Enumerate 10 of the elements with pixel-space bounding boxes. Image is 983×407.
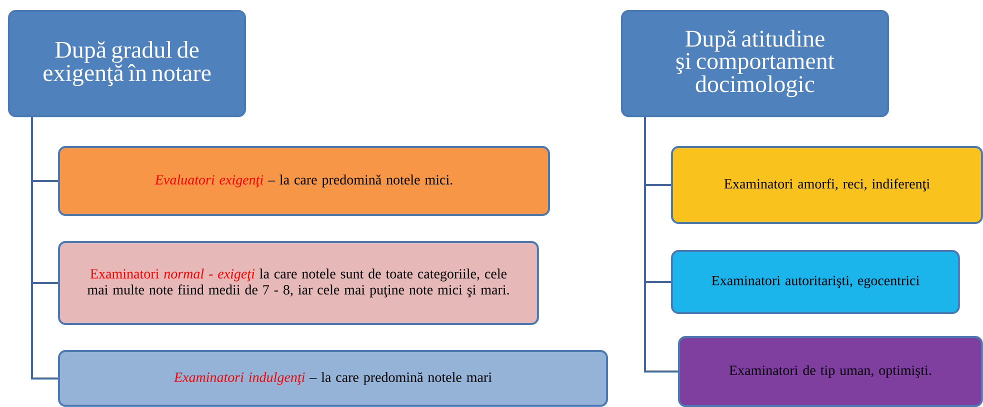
item-box: Examinatori de tip uman, optimişti. <box>678 336 983 407</box>
item-box: Examinatori indulgenţi – la care predomină notele mari <box>58 350 608 407</box>
item-box: Examinatori amorfi, reci, indiferenţi <box>671 146 983 224</box>
category-box: După atitudine şi comportament docimologic <box>621 10 889 118</box>
item-box: Examinatori autoritarişti, egocentrici <box>671 250 960 314</box>
category-box: După gradul de exigenţă în notare <box>8 10 246 118</box>
item-box: Evaluatori exigenţi – la care predomină notele mici. <box>58 146 550 216</box>
connector-line <box>644 117 678 373</box>
connector-line <box>31 117 58 380</box>
item-box: Examinatori normal - exigeţi la care notele sunt de toate categoriile, cele mai multe note fiind medii de 7 - 8, iar cele mai puţine note mici şi mari. <box>58 241 539 325</box>
